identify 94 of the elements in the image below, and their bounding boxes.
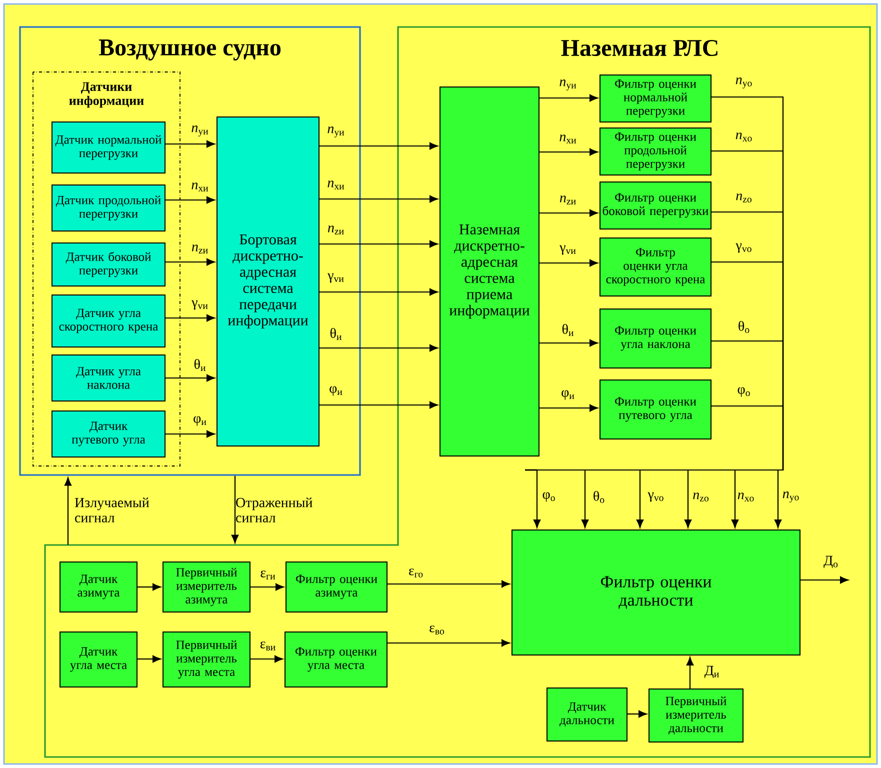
edge-label: Отраженный сигнал [236, 498, 312, 522]
arrow [540, 339, 598, 347]
arrow [250, 655, 283, 663]
sensor-box: Датчик продольной перегрузки [52, 184, 166, 232]
arrow [540, 404, 598, 412]
edge-label: n$_{zи}$ [560, 196, 576, 204]
filter-box: Фильтр оценки боковой перегрузки [600, 182, 712, 230]
filter-box: Фильтр оценки азимута [286, 562, 388, 612]
signal-label: φ$_{о}$ [542, 492, 555, 502]
edge-label: n$_{zи}$ [328, 226, 344, 234]
arrow [388, 639, 510, 647]
arrow [628, 710, 647, 718]
sensor-box: Датчик дальности [546, 688, 628, 742]
filter-box: Фильтр оценки угла скоростного крена [600, 238, 712, 296]
edge-label: n$_{xо}$ [736, 132, 752, 142]
arrow [166, 374, 215, 382]
edge-label: n$_{zо}$ [736, 194, 752, 202]
arrow [166, 196, 215, 204]
arrow [138, 655, 161, 663]
arrow [800, 576, 848, 584]
arrow [320, 344, 438, 352]
edge-label: ε$_{ви}$ [260, 642, 276, 650]
edge-label: n$_{xи}$ [192, 182, 208, 192]
edge-label: γ$_{vи}$ [328, 273, 344, 283]
arrow [636, 261, 784, 528]
edge-label: Д$_{и}$ [704, 666, 719, 678]
filter-box: Фильтр оценки угла наклона [600, 308, 712, 368]
signal-label: n$_{yо}$ [782, 492, 799, 502]
edge-label: n$_{xи}$ [328, 180, 344, 190]
receiver-box: Наземная дискретно-адресная система приема информации [440, 86, 540, 456]
edge-label: n$_{yо}$ [736, 78, 752, 88]
edge-label: γ$_{vо}$ [736, 243, 752, 253]
arrow [533, 405, 784, 528]
sensor-box: Датчик угла наклона [52, 354, 166, 402]
edge-label: ε$_{во}$ [430, 626, 444, 634]
edge-label: φ$_{о}$ [738, 387, 750, 397]
edge-label: n$_{yи}$ [192, 126, 208, 136]
sensor-box: Датчик угла скоростного крена [52, 294, 166, 348]
edge-label: n$_{xи}$ [560, 134, 576, 144]
edge-label: ε$_{го}$ [409, 568, 423, 578]
arrow [166, 258, 215, 266]
edge-label: φ$_{и}$ [562, 390, 574, 400]
arrow [166, 140, 215, 148]
edge-label: Д$_{о}$ [824, 556, 838, 568]
arrow [540, 148, 598, 156]
arrow [686, 657, 694, 688]
filter-box: Фильтр оценки продольной перегрузки [600, 128, 712, 176]
arrow [581, 340, 784, 528]
arrow [684, 211, 784, 528]
edge-label: n$_{yи}$ [328, 126, 344, 138]
sensor-box: Датчик путевого угла [52, 410, 166, 458]
signal-label: γ$_{vо}$ [648, 492, 664, 502]
filter-box: Фильтр оценки путевого угла [600, 380, 712, 440]
signal-label: θ$_{о}$ [594, 490, 604, 504]
signal-label: n$_{zо}$ [693, 492, 708, 502]
arrow [166, 314, 215, 322]
arrow [138, 583, 161, 591]
range-filter-box: Фильтр оценки дальности [512, 530, 800, 656]
arrow [320, 401, 438, 409]
arrow [231, 476, 239, 544]
arrow [320, 240, 438, 248]
edge-label: θ$_{о}$ [738, 320, 750, 334]
arrow [250, 583, 284, 591]
measurer-box: Первичный измеритель угла места [162, 632, 250, 688]
arrow [388, 580, 510, 588]
edge-label: Излучаемый сигнал [74, 498, 150, 522]
edge-label: γ$_{vи}$ [192, 300, 208, 310]
arrow [320, 288, 438, 296]
edge-label: ε$_{ги}$ [260, 570, 276, 580]
sensor-box: Датчик угла места [60, 632, 138, 688]
filter-box: Фильтр оценки угла места [284, 632, 388, 688]
arrow [320, 142, 438, 150]
arrow [320, 195, 438, 203]
sensor-box: Датчик боковой перегрузки [52, 242, 166, 286]
sensor-box: Датчик нормальной перегрузки [52, 122, 166, 174]
filter-box: Фильтр оценки нормальной перегрузки [600, 74, 712, 122]
edge-label: θ$_{и}$ [194, 359, 206, 371]
arrow [166, 430, 215, 438]
arrow [540, 259, 598, 267]
arrow [540, 94, 598, 102]
edge-label: γ$_{vи}$ [560, 245, 576, 255]
arrow [64, 477, 72, 545]
edge-label: n$_{yи}$ [560, 80, 576, 90]
edge-label: n$_{zи}$ [192, 244, 208, 254]
measurer-box: Первичный измеритель дальности [648, 688, 744, 742]
edge-label: φ$_{и}$ [330, 386, 342, 396]
transmitter-box: Бортовая дискретно-адресная система передачи информации [216, 116, 320, 446]
edge-label: θ$_{и}$ [330, 328, 342, 340]
edge-label: θ$_{и}$ [562, 324, 574, 336]
edge-label: φ$_{и}$ [194, 416, 206, 426]
signal-label: n$_{xо}$ [738, 492, 754, 502]
measurer-box: Первичный измеритель азимута [162, 562, 250, 612]
arrow [540, 209, 598, 217]
sensor-box: Датчик азимута [60, 562, 138, 612]
